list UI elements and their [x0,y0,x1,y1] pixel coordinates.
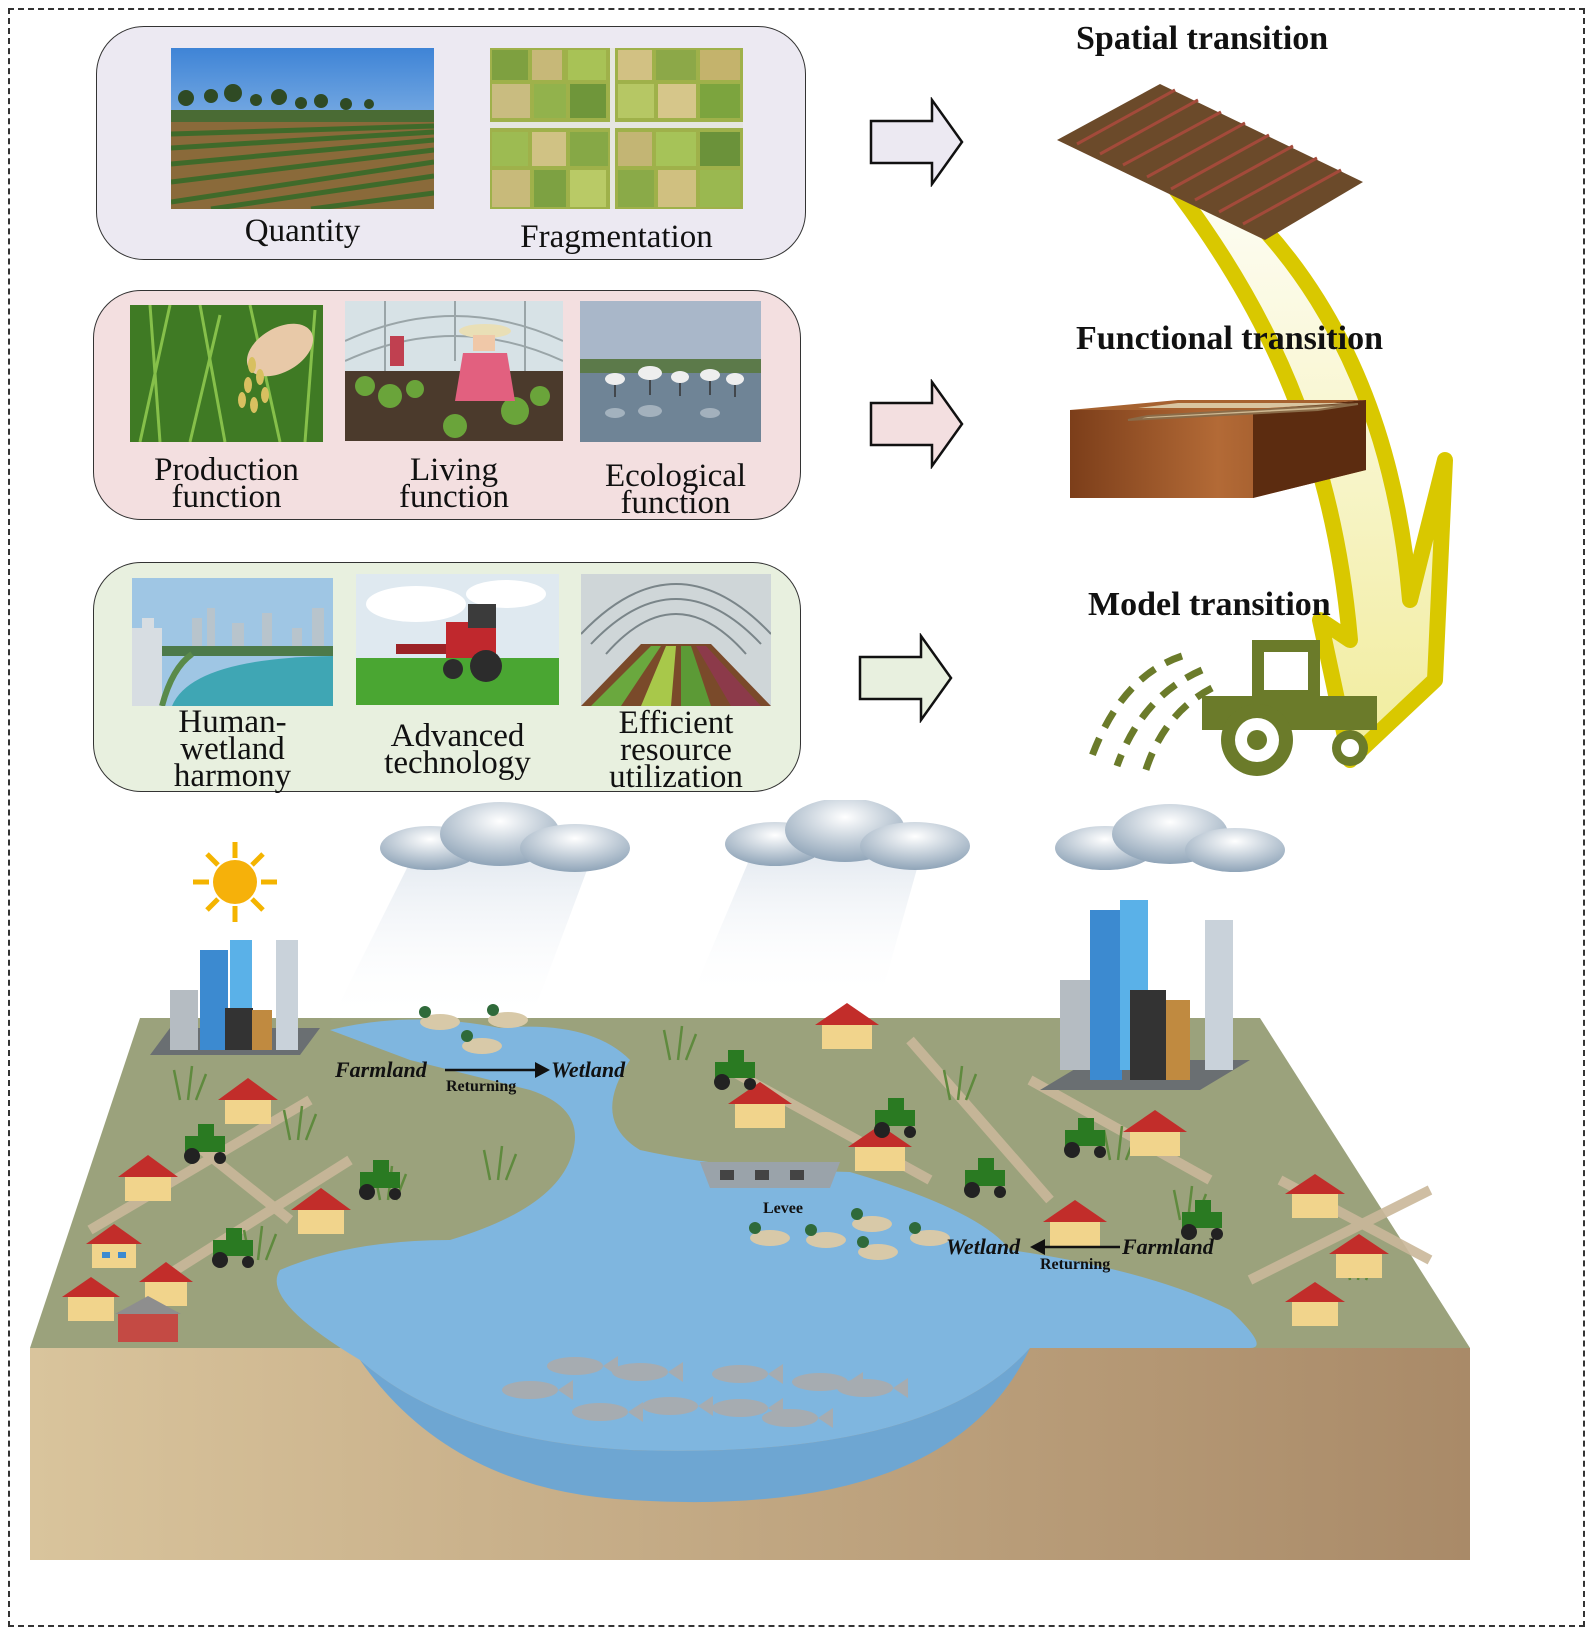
photo-production [130,305,323,442]
tractor-icon [1181,1200,1223,1240]
house-icon [291,1188,351,1234]
house-icon [1329,1234,1389,1278]
landscape-diorama [30,800,1470,1560]
cloud-icon [1055,804,1285,872]
label-returning-left: Returning [446,1078,517,1095]
house-icon [815,1003,879,1049]
heading-model-transition: Model transition [1088,586,1331,623]
dashed-border [8,8,1585,1627]
label-returning-right: Returning [1040,1256,1111,1273]
tractor-icon [1088,640,1377,777]
caption-advanced-technology: Advanced technology [384,718,531,781]
house-icon [118,1155,178,1201]
tractor-icon [184,1124,226,1164]
tractor-icon [964,1158,1006,1198]
photo-fragmentation [490,48,743,209]
right-arrow-icon [869,379,964,469]
tractor-icon [359,1160,401,1200]
photo-human-wetland [132,578,333,706]
right-arrow-icon [869,97,964,187]
right-arrow-icon [858,633,953,723]
house-icon [115,1296,181,1342]
caption-human-wetland: Human- wetland harmony [173,704,292,794]
city-icon [150,940,320,1055]
caption-efficient-resource: Efficient resource utilization [609,705,743,795]
fish-icon [502,1356,908,1428]
tractor-icon [1064,1118,1106,1158]
house-icon [728,1082,792,1128]
photo-advanced-technology [356,574,559,705]
house-icon [1285,1174,1345,1218]
house-icon [1123,1110,1187,1156]
soil-box-icon [1070,400,1366,498]
label-farmland-left: Farmland [335,1057,427,1082]
heading-spatial-transition: Spatial transition [1076,20,1329,57]
caption-fragmentation: Fragmentation [520,219,713,255]
tractor-icon [212,1228,254,1268]
label-wetland-right: Wetland [946,1234,1021,1259]
label-wetland-left: Wetland [551,1057,626,1082]
levee [700,1162,840,1188]
duck-icon [419,1004,950,1260]
cloud-icon [725,800,970,870]
sun-icon [193,842,277,922]
caption-production: Production function [154,452,299,515]
photo-efficient-resource [581,574,771,706]
tractor-icon [714,1050,756,1090]
heading-functional-transition: Functional transition [1076,320,1383,357]
photo-quantity [171,48,434,209]
house-icon [1285,1282,1345,1326]
caption-living: Living function [399,452,509,515]
farmland-plate-icon [1057,84,1363,240]
label-farmland-right: Farmland [1122,1234,1214,1259]
caption-ecological: Ecological function [604,458,747,521]
label-levee: Levee [763,1200,803,1217]
house-icon [218,1078,278,1124]
photo-living [345,301,563,441]
house-icon [62,1277,120,1321]
caption-quantity: Quantity [244,213,361,249]
cloud-icon [380,802,630,872]
photo-ecological [580,301,761,442]
house-icon [1043,1200,1107,1246]
tractor-icon [874,1098,916,1138]
city-icon [1040,900,1250,1090]
house-icon [86,1224,142,1268]
